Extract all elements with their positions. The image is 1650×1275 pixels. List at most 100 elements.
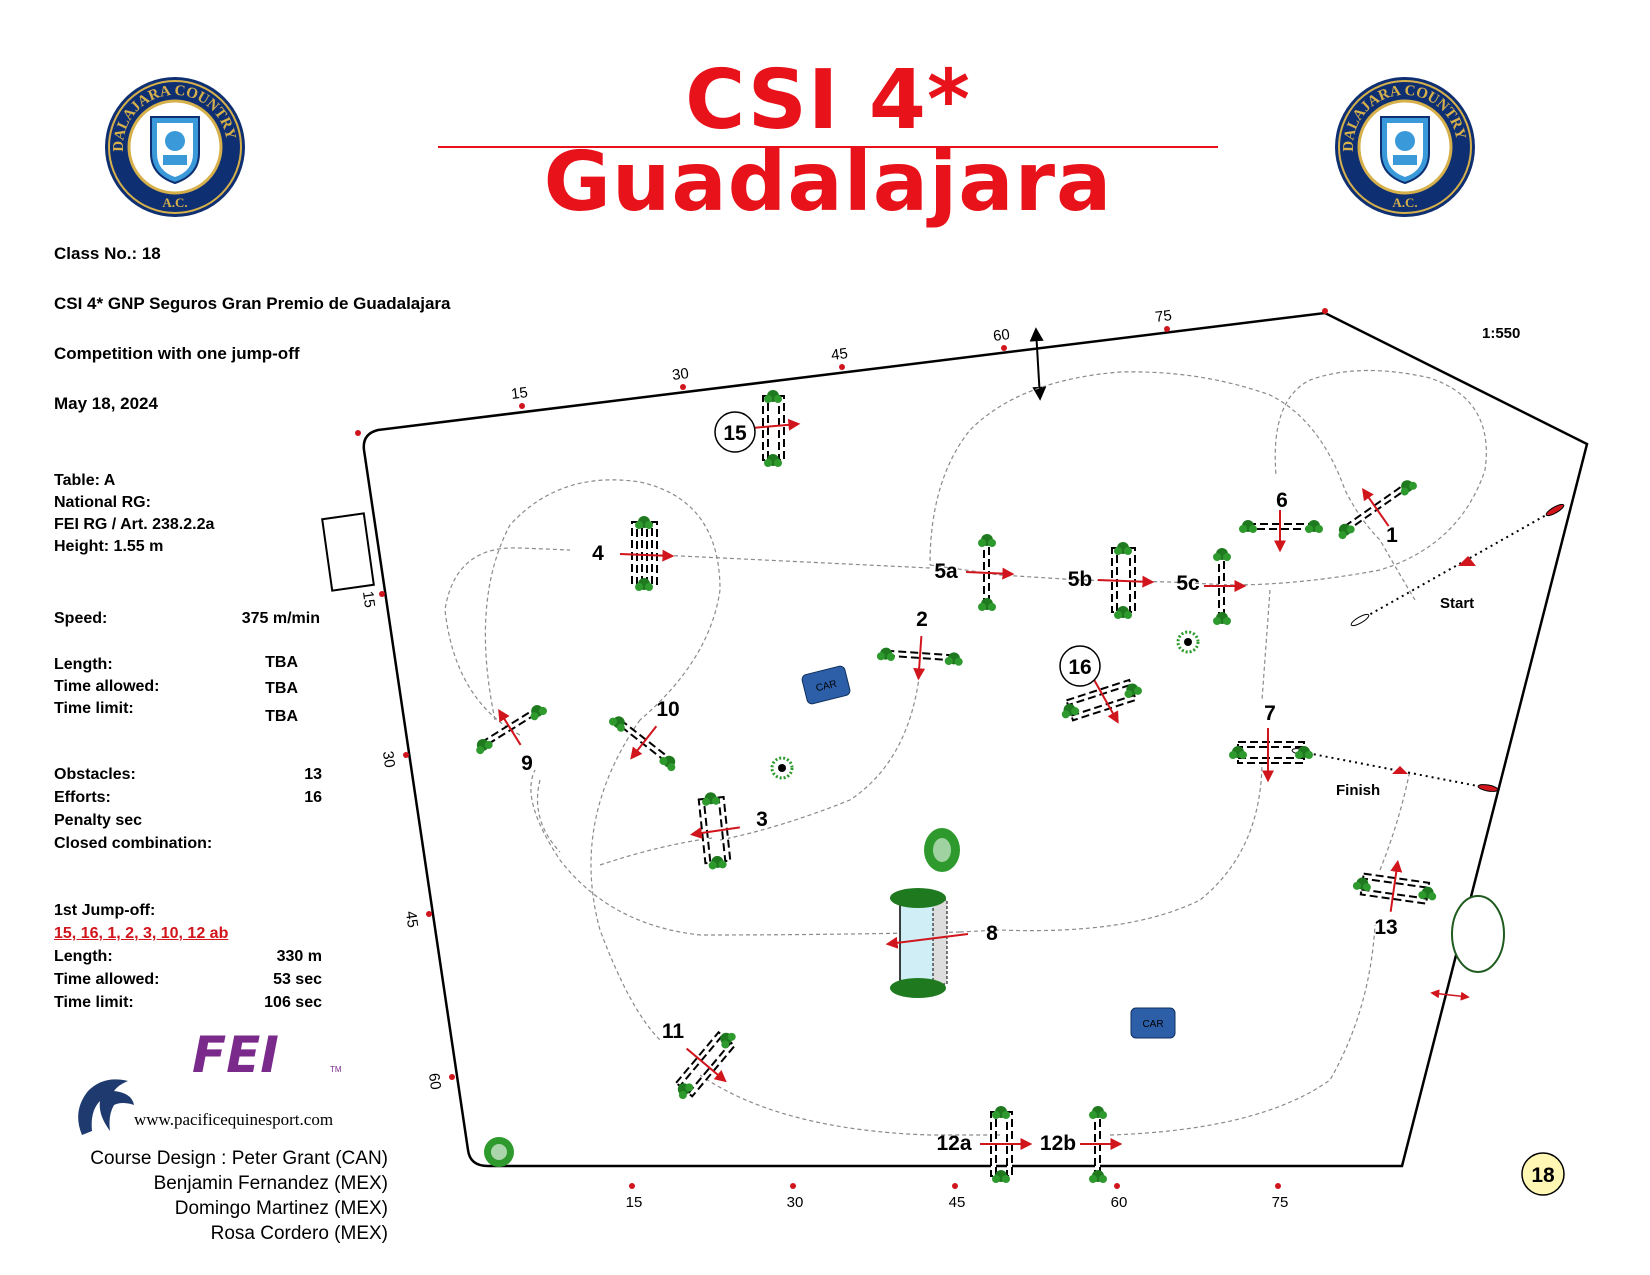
jump-number-12b: 12b (1040, 1132, 1076, 1155)
length-value: TBA (265, 654, 298, 671)
jumpoff-sequence: 15, 16, 1, 2, 3, 10, 12 ab (54, 925, 229, 942)
club-logo-left: GUADALAJARA COUNTRY CLUB A.C. (103, 75, 245, 217)
speed-value: 375 m/min (241, 610, 320, 627)
car-marker: CAR (801, 665, 851, 705)
jump-10 (607, 712, 681, 773)
ruler-bottom-75: 75 (1272, 1194, 1289, 1211)
jumpoff-length-label: Length: (54, 948, 113, 965)
logo-sub-text: A.C. (162, 195, 187, 210)
jumpoff-marker-16 (1059, 645, 1101, 687)
obstacles-label: Obstacles: (54, 766, 136, 783)
website-text: www.pacificequinesport.com (134, 1110, 334, 1129)
length-label: Length: (54, 656, 113, 673)
logo-sub-text: A.C. (1392, 195, 1417, 210)
jump-12a (980, 1106, 1033, 1183)
jump-8 (885, 888, 969, 998)
jump-3 (689, 791, 741, 870)
jump-number-15: 15 (723, 422, 747, 445)
jump-12b (1080, 1106, 1123, 1183)
jumpoff-marker-15 (714, 411, 756, 453)
height: Height: 1.55 m (54, 538, 164, 555)
club-logo-right: GUADALAJARA COUNTRY CLUB A.C. (1333, 75, 1475, 217)
page-title: CSI 4* Guadalajara (543, 53, 1113, 230)
competition-type: Competition with one jump-off (54, 344, 300, 363)
jump-number-5b: 5b (1068, 568, 1093, 591)
ruler-ticks (355, 308, 1328, 1189)
credit-designer: Course Design : Peter Grant (CAN) (90, 1148, 388, 1169)
ruler-top-45: 45 (830, 345, 849, 364)
jump-number-10: 10 (656, 698, 679, 721)
jump-number-11: 11 (662, 1020, 685, 1043)
time-limit-label: Time limit: (54, 700, 134, 717)
time-limit-value: TBA (265, 708, 298, 725)
efforts-value: 16 (304, 789, 322, 806)
event-date: May 18, 2024 (54, 394, 158, 413)
time-allowed-value: TBA (265, 680, 298, 697)
jumpoff-length-value: 330 m (276, 948, 322, 965)
jump-7 (1229, 728, 1313, 783)
time-allowed-label: Time allowed: (54, 678, 160, 695)
ruler-top-15: 15 (510, 384, 529, 403)
course-route (444, 369, 1487, 1136)
ruler-top-75: 75 (1154, 307, 1173, 326)
jump-13 (1352, 859, 1438, 912)
ruler-left-15: 15 (359, 590, 378, 609)
ruler-bottom-45: 45 (949, 1194, 966, 1211)
exit-gate (1451, 895, 1505, 973)
jump-6 (1239, 510, 1323, 553)
entrance-arrow (1029, 327, 1047, 401)
jump-number-13: 13 (1374, 916, 1397, 939)
penalty-label: Penalty sec (54, 812, 143, 829)
jumpoff-heading: 1st Jump-off: (54, 902, 156, 919)
fei-logo-text: FEI (192, 1026, 279, 1082)
closed-combination-label: Closed combination: (54, 835, 213, 852)
jump-15 (751, 390, 801, 467)
scale-label: 1:550 (1482, 325, 1520, 342)
ruler-bottom-15: 15 (626, 1194, 643, 1211)
jump-number-7: 7 (1264, 702, 1276, 725)
ruler-bottom-30: 30 (787, 1194, 804, 1211)
car-marker: CAR (1130, 1007, 1176, 1039)
jumpoff-time-allowed-label: Time allowed: (54, 971, 160, 988)
jump-number-6: 6 (1276, 489, 1288, 512)
jump-9 (472, 701, 549, 756)
finish-label: Finish (1336, 782, 1380, 799)
jump-1 (1334, 476, 1419, 541)
car-label: CAR (1142, 1019, 1163, 1030)
class-badge (1521, 1152, 1565, 1196)
speed-label: Speed: (54, 610, 108, 627)
ruler-left-60: 60 (425, 1072, 444, 1091)
car-label: CAR (815, 679, 838, 695)
jump-number-3: 3 (756, 808, 768, 831)
jumpoff-time-allowed-value: 53 sec (273, 971, 322, 988)
fei-logo: FEI TM (192, 1026, 342, 1082)
credit-assistant-3: Rosa Cordero (MEX) (210, 1223, 388, 1244)
jump-16 (1059, 676, 1144, 724)
jump-11 (673, 1027, 738, 1101)
jump-number-2: 2 (916, 608, 928, 631)
arena-boundary (362, 311, 1589, 1168)
national-rg: National RG: (54, 494, 151, 511)
jump-number-12a: 12a (936, 1132, 971, 1155)
judges-box (321, 512, 375, 592)
class-name: CSI 4* GNP Seguros Gran Premio de Guadal… (54, 294, 451, 313)
title-underline (438, 146, 1218, 148)
ruler-top-30: 30 (671, 365, 690, 384)
credit-assistant-2: Domingo Martinez (MEX) (174, 1198, 388, 1219)
obstacles-value: 13 (304, 766, 322, 783)
jump-5a (965, 534, 1015, 611)
ruler-left-45: 45 (402, 910, 421, 929)
jumpoff-time-limit-label: Time limit: (54, 994, 134, 1011)
credit-assistant-1: Benjamin Fernandez (MEX) (153, 1173, 388, 1194)
jump-number-4: 4 (592, 542, 604, 565)
ruler-left-30: 30 (379, 750, 398, 769)
jump-4 (619, 516, 675, 591)
finish-line (1301, 751, 1489, 789)
jump-number-16: 16 (1068, 656, 1091, 679)
horse-head-icon (78, 1079, 134, 1135)
jumpoff-time-limit-value: 106 sec (264, 994, 322, 1011)
start-label: Start (1440, 595, 1474, 612)
class-number: Class No.: 18 (54, 244, 161, 263)
jump-number-5c: 5c (1176, 572, 1200, 595)
